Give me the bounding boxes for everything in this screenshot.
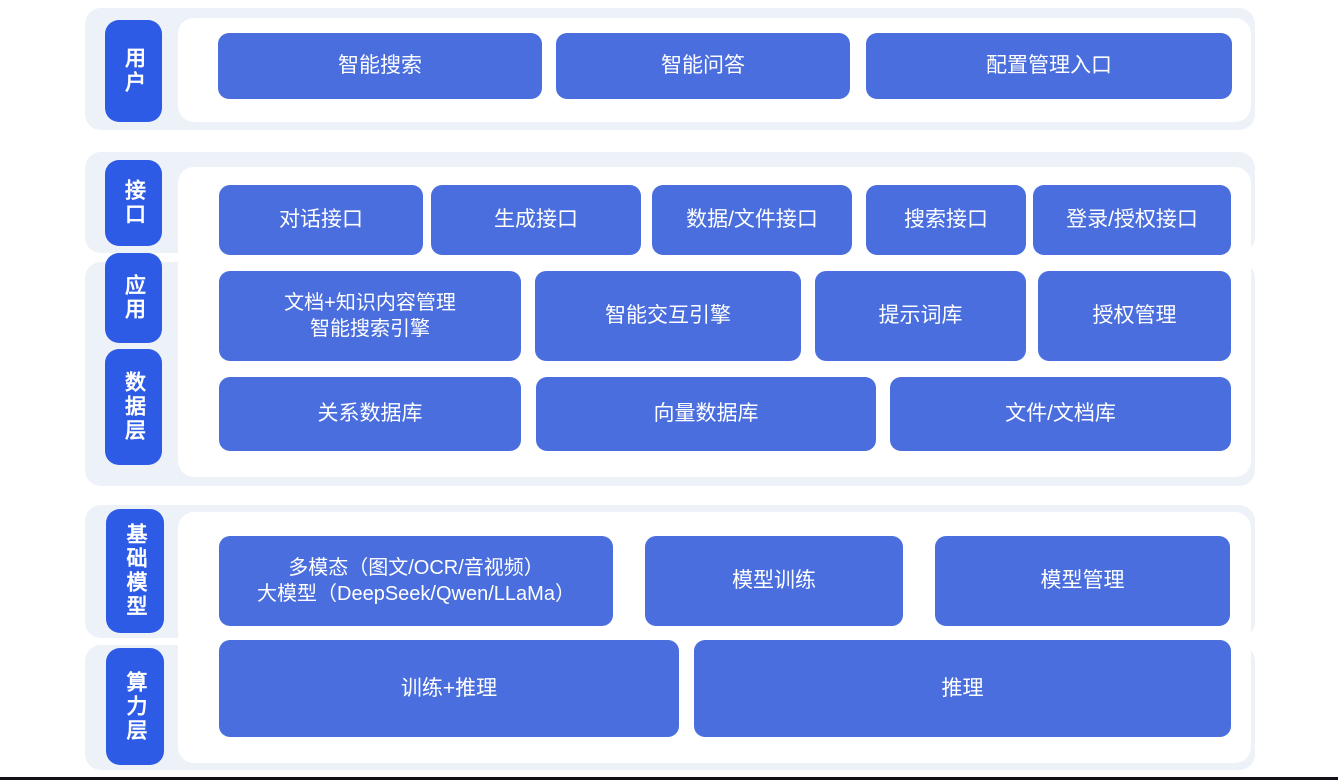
- box-label-line1: 文档+知识内容管理: [284, 292, 456, 314]
- bottom-divider: [0, 777, 1338, 780]
- box-auth-management: 授权管理: [1038, 271, 1231, 361]
- box-label: 智能交互引擎: [605, 304, 731, 328]
- box-label: 对话接口: [279, 208, 363, 232]
- box-label: 模型训练: [732, 569, 816, 593]
- box-smart-qa: 智能问答: [556, 33, 850, 99]
- box-label: 生成接口: [494, 208, 578, 232]
- layer-label-application: 应用: [105, 253, 162, 343]
- layer-label-foundation-model: 基础模型: [106, 509, 164, 633]
- box-model-management: 模型管理: [935, 536, 1230, 626]
- box-label: 智能问答: [661, 54, 745, 78]
- box-prompt-library: 提示词库: [815, 271, 1026, 361]
- box-model-training: 模型训练: [645, 536, 903, 626]
- box-label: 授权管理: [1092, 304, 1177, 328]
- box-label: 搜索接口: [904, 208, 988, 232]
- box-label: 训练+推理: [400, 676, 498, 700]
- box-inference: 推理: [694, 640, 1231, 737]
- layer-label-interface: 接口: [105, 160, 162, 246]
- box-data-file-api: 数据/文件接口: [652, 185, 852, 255]
- box-label: 提示词库: [878, 304, 963, 328]
- box-relational-db: 关系数据库: [219, 377, 521, 451]
- layer-label-compute: 算力层: [106, 648, 164, 765]
- box-label: 配置管理入口: [986, 54, 1112, 78]
- layer-label-user: 用户: [105, 20, 162, 122]
- box-file-doc-store: 文件/文档库: [890, 377, 1231, 451]
- box-label-line2: 大模型（DeepSeek/Qwen/LLaMa）: [257, 583, 575, 605]
- box-label: 推理: [941, 676, 984, 700]
- box-label-line1: 多模态（图文/OCR/音视频）: [288, 557, 544, 579]
- layer-label-data: 数据层: [105, 349, 162, 465]
- box-search-api: 搜索接口: [866, 185, 1026, 255]
- box-label: 文件/文档库: [1005, 402, 1116, 426]
- box-config-management-entry: 配置管理入口: [866, 33, 1232, 99]
- box-label-line2: 智能搜索引擎: [310, 318, 430, 340]
- box-label: 模型管理: [1040, 569, 1125, 593]
- box-smart-search: 智能搜索: [218, 33, 542, 99]
- box-multimodal-llm: 多模态（图文/OCR/音视频） 大模型（DeepSeek/Qwen/LLaMa）: [219, 536, 613, 626]
- box-label: 登录/授权接口: [1066, 208, 1198, 232]
- box-dialog-api: 对话接口: [219, 185, 423, 255]
- box-label: 智能搜索: [338, 54, 422, 78]
- box-vector-db: 向量数据库: [536, 377, 876, 451]
- box-training-inference: 训练+推理: [219, 640, 679, 737]
- box-label: 向量数据库: [653, 402, 759, 426]
- box-label: 关系数据库: [317, 402, 423, 426]
- box-login-auth-api: 登录/授权接口: [1033, 185, 1231, 255]
- box-doc-knowledge-search-engine: 文档+知识内容管理 智能搜索引擎: [219, 271, 521, 361]
- box-label: 数据/文件接口: [686, 208, 818, 232]
- box-interactive-engine: 智能交互引擎: [535, 271, 801, 361]
- box-generation-api: 生成接口: [431, 185, 641, 255]
